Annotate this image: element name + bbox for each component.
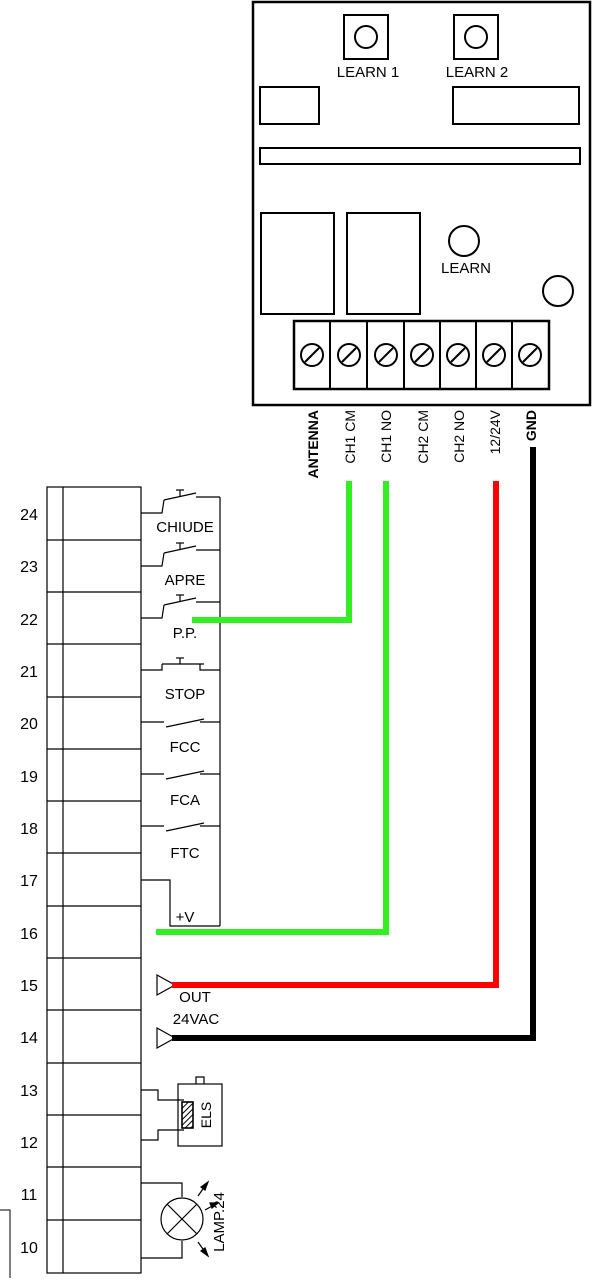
terminal-number: 16 [20,926,38,943]
terminal-strip [292,319,551,391]
terminal-number: 20 [20,716,38,733]
label-pp: P.P. [173,625,197,642]
terminal-number: 17 [20,873,38,890]
component-strip [259,147,581,165]
terminal-number: 15 [20,978,38,995]
receiver-module: LEARN 1 LEARN 2 LEARN [251,0,592,478]
adjacent-board-edge [0,1209,11,1278]
switch-fca [141,770,220,780]
relay-2 [346,212,421,315]
terminal-number: 11 [21,1187,38,1204]
vac-connector [156,1026,177,1050]
label-stop: STOP [165,686,206,703]
learn-label: LEARN [441,260,491,277]
els-lock [141,1076,223,1147]
switch-apre [141,542,220,567]
switch-stop [141,657,220,671]
label-lamp: LAMP.24 [211,1192,228,1252]
component-rect-wide [452,86,580,125]
led-indicator [542,275,574,307]
terminal-number: 18 [20,821,38,838]
terminal-number: 12 [20,1135,38,1152]
label-plus-v: +V [176,909,195,926]
label-apre: APRE [165,572,206,589]
switch-pp [141,594,220,619]
learn1-button[interactable] [343,14,389,60]
terminal-number: 10 [20,1240,38,1257]
learn2-button[interactable] [453,14,499,60]
input-switches [141,489,221,927]
plus-v-bus [141,879,220,927]
terminal-label-ch2-cm: CH2 CM [415,410,431,464]
terminal-label-gnd: GND [523,410,539,441]
terminal-number: 13 [20,1083,38,1100]
terminal-label-antenna: ANTENNA [305,410,321,478]
switch-chiude [141,489,220,514]
label-chiude: CHIUDE [156,519,214,536]
learn1-label: LEARN 1 [337,64,400,81]
terminal-number: 19 [20,769,38,786]
terminal-label-ch2-no: CH2 NO [451,410,467,463]
terminal-label-power: 12/24V [487,409,503,454]
terminal-block: 24 23 22 21 20 19 18 17 16 15 14 13 12 1… [20,486,142,1274]
wire-ch1-no-to-plus-v [156,481,389,935]
terminal-label-ch1-no: CH1 NO [378,410,394,463]
switch-fcc [141,718,220,728]
label-els: ELS [198,1102,214,1128]
terminal-label-ch1-cm: CH1 CM [342,410,358,464]
component-rect-small [259,86,320,125]
terminal-number: 14 [20,1030,38,1047]
learn-button[interactable] [448,225,480,257]
wire-gnd-to-24vac [172,447,536,1041]
learn2-label: LEARN 2 [446,64,509,81]
terminal-number: 21 [20,664,38,681]
out-connector [156,973,177,997]
label-ftc: FTC [170,845,199,862]
terminal-number: 22 [20,612,38,629]
wire-ch1-cm-to-pp [192,481,352,623]
label-fcc: FCC [170,739,201,756]
terminal-number: 24 [20,507,38,524]
lamp-24 [141,1180,220,1259]
relay-1 [260,212,335,315]
label-fca: FCA [170,792,200,809]
label-24vac: 24VAC [173,1011,220,1028]
terminal-number: 23 [20,559,38,576]
switch-ftc [141,822,220,832]
label-out: OUT [179,989,211,1006]
wire-power-to-out [172,481,499,988]
